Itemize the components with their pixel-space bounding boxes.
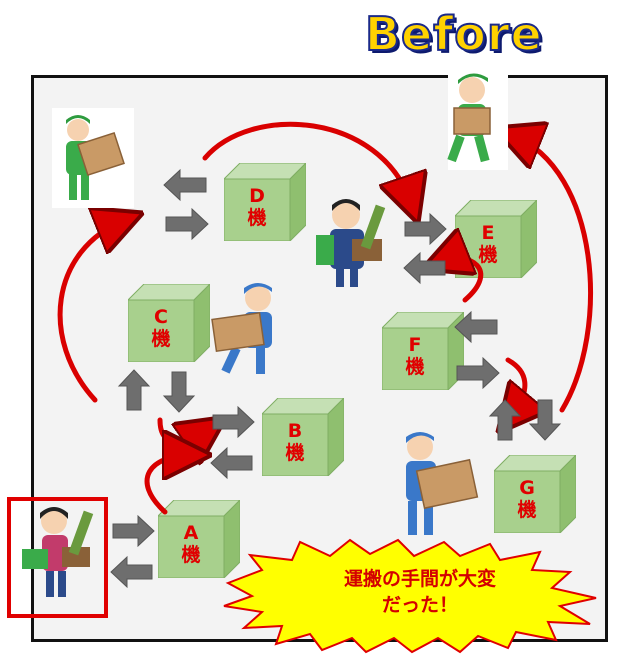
arrow-b-in	[212, 405, 255, 439]
arrow-f-in	[454, 310, 498, 344]
worker-woman-with-tools-icon	[22, 507, 94, 597]
callout-line-1: 運搬の手間が大変	[343, 568, 496, 590]
gray-flow-arrows	[110, 168, 562, 589]
machine-b: B 機	[260, 396, 346, 478]
callout-text: 運搬の手間が大変 だった！	[270, 566, 570, 618]
curve-c-to-b	[157, 420, 210, 442]
machine-label: E 機	[478, 222, 498, 266]
arrow-g-out	[528, 399, 562, 441]
curve-a-to-b	[144, 455, 192, 515]
machine-label: A 機	[181, 522, 201, 566]
arrow-a-in	[112, 514, 155, 548]
arrow-f-out	[456, 356, 500, 390]
curve-down-to-d	[57, 220, 125, 403]
machine-label: G 機	[517, 477, 537, 521]
worker-green-running-icon	[447, 68, 508, 170]
curve-g-to-top	[512, 135, 593, 413]
machine-cube-icon	[126, 282, 212, 364]
worker-blue-carrying-box-lower-icon	[406, 432, 479, 535]
machine-cube-icon	[222, 161, 308, 243]
arrow-c-out	[117, 369, 151, 411]
machine-label: F 機	[405, 334, 425, 378]
machine-c: C 機	[126, 282, 212, 364]
worker-blue-carrying-box-icon	[211, 283, 272, 374]
before-title: Before	[364, 6, 543, 62]
worker-with-many-tools-icon	[316, 199, 386, 287]
machine-cube-icon	[260, 396, 346, 478]
arrow-e-in	[404, 212, 447, 246]
callout-burst	[223, 538, 597, 654]
arrow-g-in	[488, 399, 522, 441]
arrow-c-in	[162, 371, 196, 413]
machine-label: C 機	[151, 306, 171, 350]
arrow-e-out	[403, 251, 446, 285]
arrow-d-in	[165, 207, 209, 241]
arrow-a-out	[110, 555, 153, 589]
machine-d: D 機	[222, 161, 308, 243]
highlighted-worker-box	[7, 497, 108, 618]
arrow-d-out	[163, 168, 207, 202]
machine-label: D 機	[247, 185, 267, 229]
callout-line-2: だった！	[381, 594, 458, 616]
curve-f-to-e	[440, 258, 484, 303]
curve-d-to-e	[202, 121, 412, 205]
arrow-b-out	[210, 446, 253, 480]
worker-green-carrying-box-icon	[52, 108, 134, 208]
red-flow-arrows	[57, 121, 593, 515]
machine-label: B 機	[285, 420, 305, 464]
